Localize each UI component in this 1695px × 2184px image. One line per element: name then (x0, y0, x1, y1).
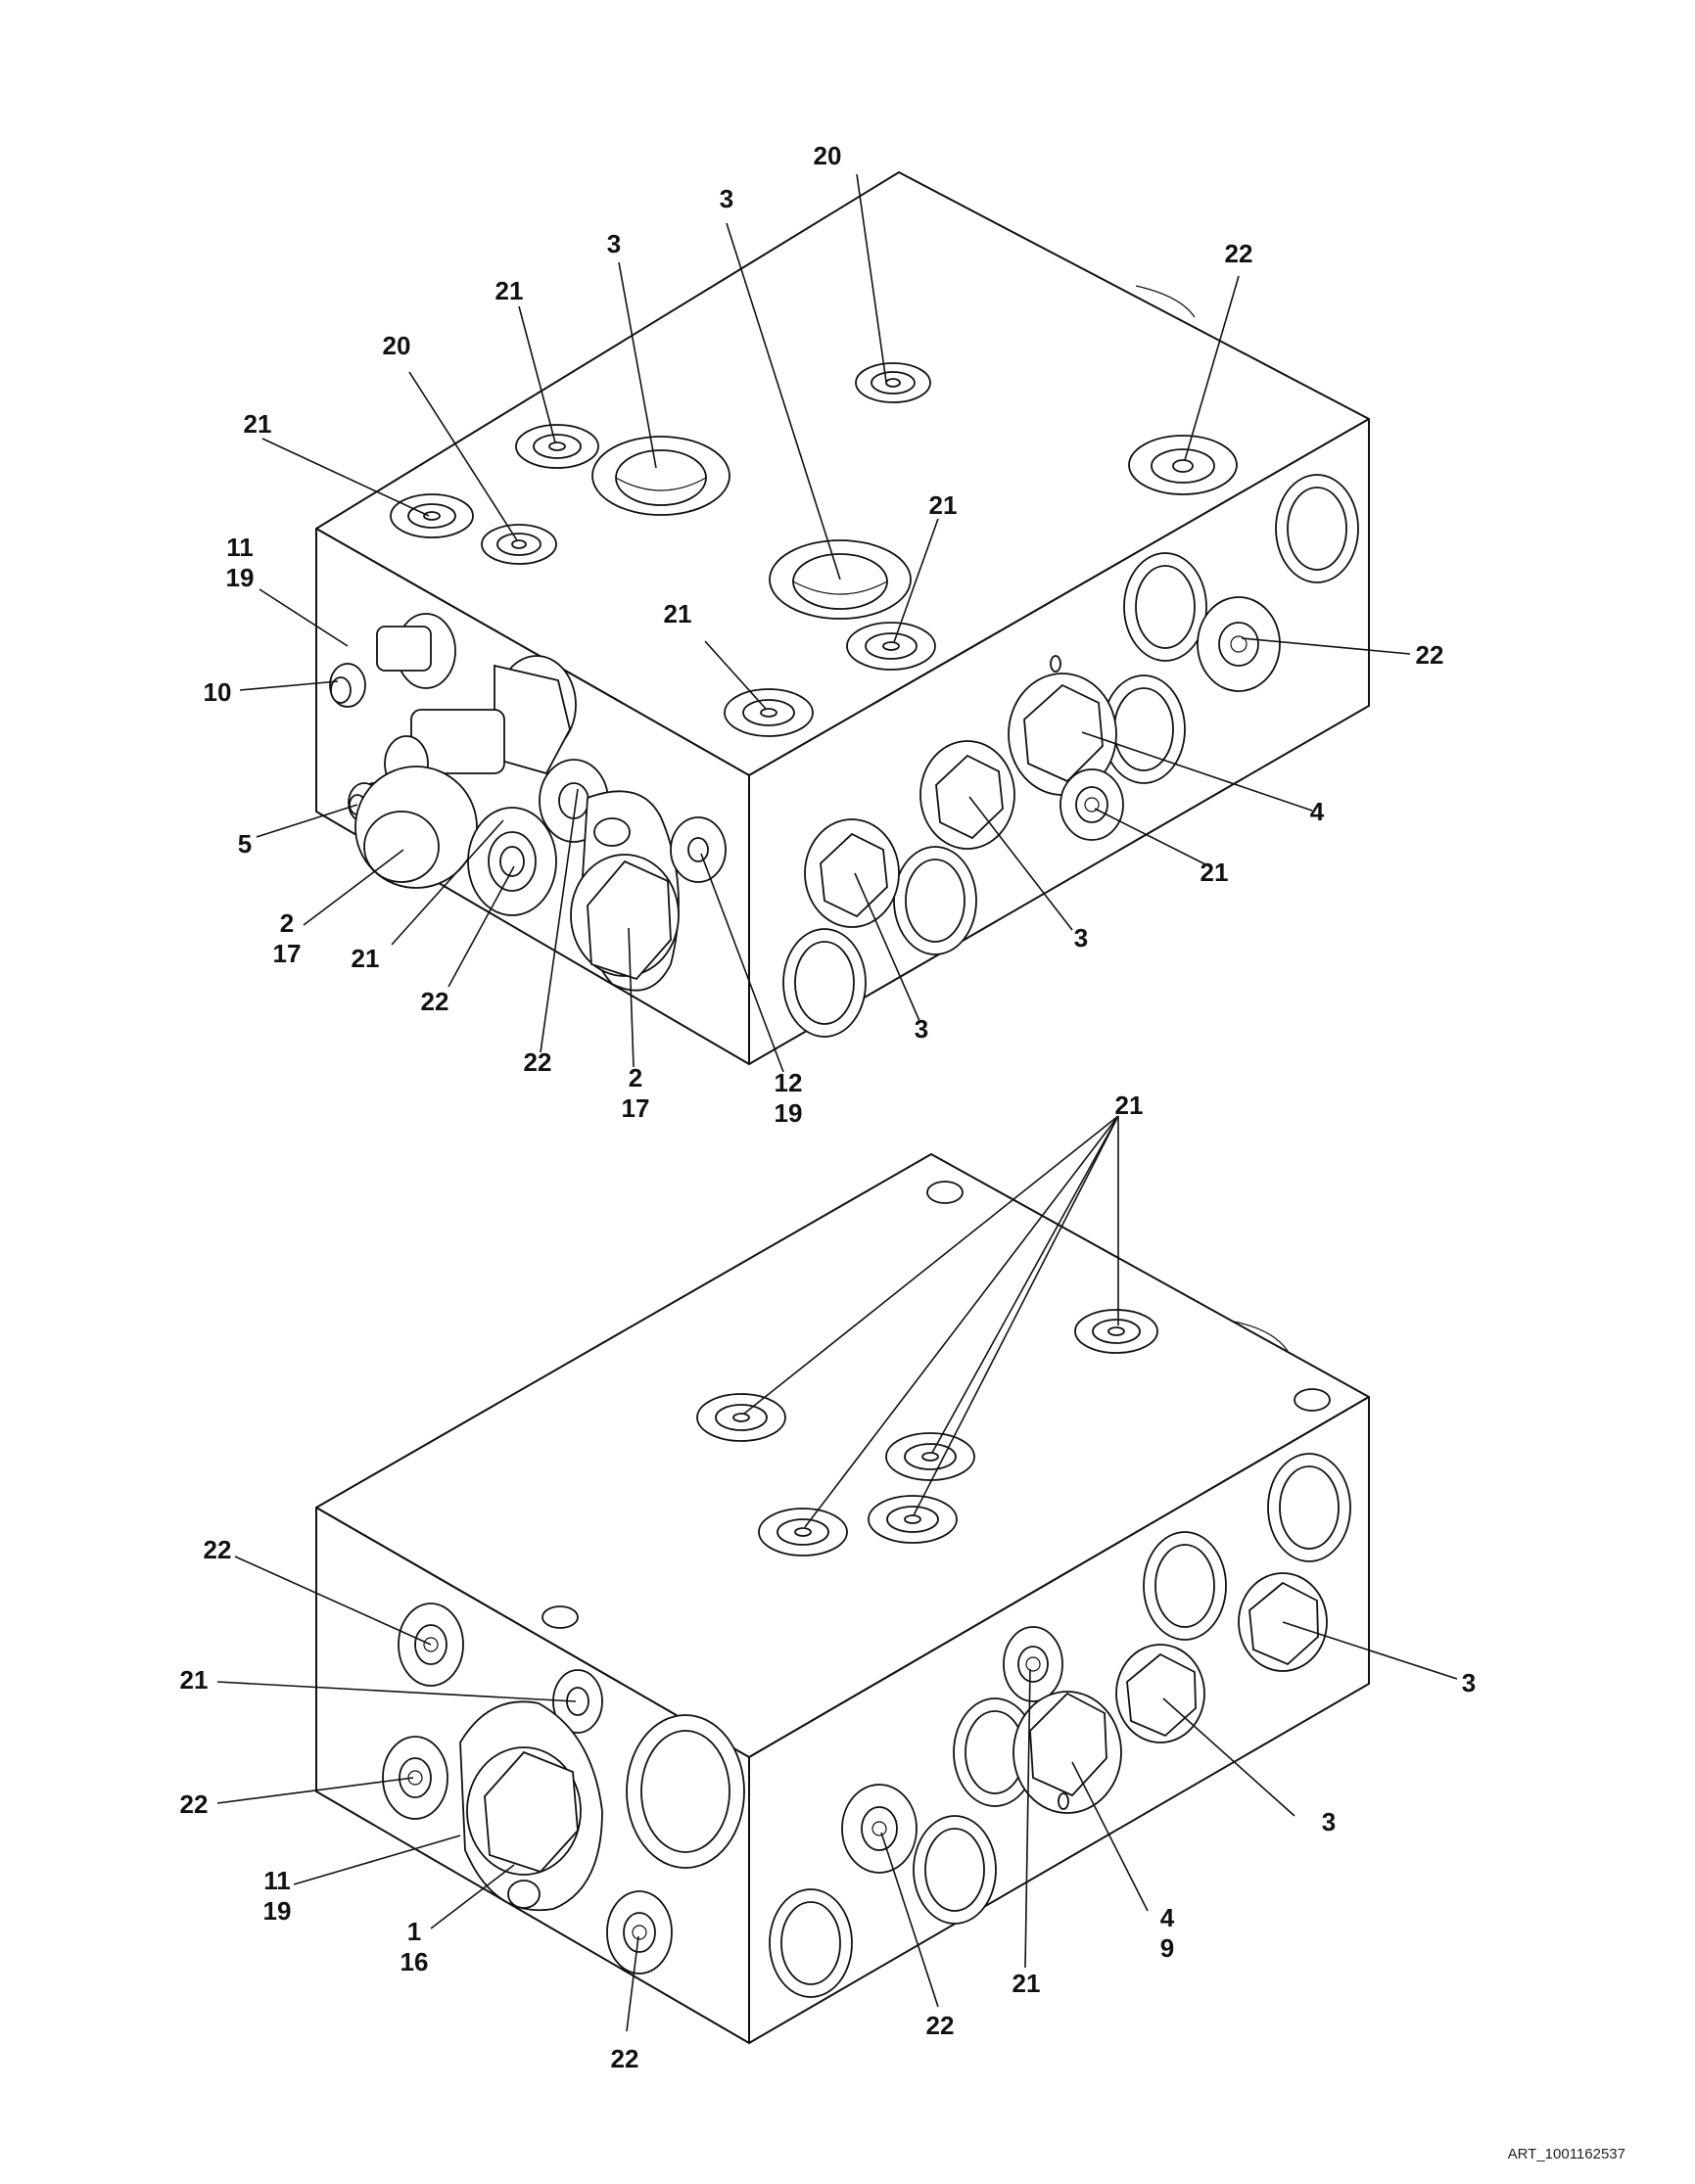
upper-left-face-components (329, 613, 727, 992)
callout-lower-view-l6-line-0: 3 (1322, 1807, 1336, 1836)
callout-upper-view-u20-line-0: 3 (915, 1014, 928, 1044)
callout-lower-view-l4-line-0: 3 (1462, 1668, 1476, 1697)
callout-upper-view-u6-line-0: 21 (244, 409, 272, 439)
callout-lower-view-l7-line-0: 11 (263, 1866, 291, 1895)
callout-upper-view-u22-line-1: 17 (622, 1093, 650, 1123)
callout-lower-view-l3-line-0: 21 (180, 1665, 209, 1695)
callout-upper-view-u17-line-0: 21 (352, 944, 380, 973)
callout-upper-view-u10-line-0: 21 (664, 599, 692, 628)
upper-rear-boss (1135, 285, 1196, 318)
callout-lower-view-l12-line-0: 22 (611, 2044, 639, 2073)
callout-upper-view-u18-line-0: 3 (1074, 923, 1088, 953)
callout-upper-view-u12-line-0: 10 (204, 677, 232, 707)
callout-upper-view-u19-line-0: 22 (421, 987, 449, 1016)
callout-upper-view-u16-line-0: 2 (280, 908, 294, 938)
callout-lower-view-l9-line-0: 4 (1160, 1903, 1175, 1932)
lower-left-face-components (382, 1603, 745, 1975)
callout-upper-view-u5-line-0: 20 (383, 331, 411, 360)
callout-lower-view-l8-line-0: 1 (407, 1917, 421, 1946)
callout-upper-view-u7-line-0: 22 (1225, 239, 1253, 268)
lower-valve-block (315, 1153, 1370, 2044)
upper-right-face-ports (782, 474, 1359, 1038)
callout-upper-view-u14-line-0: 5 (238, 829, 252, 859)
callout-upper-view-u1-line-0: 20 (814, 141, 842, 170)
upper-top-plugs (390, 362, 1238, 737)
callout-upper-view-u3-line-0: 3 (607, 229, 621, 258)
callout-lower-view-l8-line-1: 16 (400, 1947, 429, 1976)
callout-upper-view-u22-line-0: 2 (629, 1063, 642, 1092)
callout-upper-view-u9-line-0: 21 (929, 490, 958, 520)
callout-lower-view-l11-line-0: 22 (926, 2011, 955, 2040)
lower-right-face-ports (769, 1453, 1351, 1998)
callout-lower-view-l1-line-0: 21 (1115, 1091, 1144, 1120)
callout-upper-view-u11-line-0: 22 (1416, 640, 1444, 670)
callout-lower-view-l5-line-0: 22 (180, 1789, 209, 1819)
callout-lower-view-l9-line-1: 9 (1160, 1933, 1174, 1963)
callout-lower-view-l7-line-1: 19 (263, 1896, 292, 1926)
callout-upper-view-u15-line-0: 21 (1201, 858, 1229, 887)
art-id: ART_1001162537 (1508, 2146, 1625, 2162)
callout-lower-view-l10-line-0: 21 (1012, 1969, 1041, 1998)
leader-lines (216, 173, 1458, 2032)
upper-valve-block (315, 171, 1370, 1065)
callout-upper-view-u16-line-1: 17 (273, 939, 302, 968)
callout-upper-view-u13-line-0: 4 (1310, 797, 1325, 826)
callout-upper-view-u4-line-0: 21 (495, 276, 524, 305)
lower-rear-boss (1233, 1321, 1289, 1352)
callout-upper-view-u23-line-0: 12 (775, 1068, 803, 1097)
callout-upper-view-u21-line-0: 22 (524, 1047, 552, 1077)
callout-upper-view-u2-line-0: 3 (720, 184, 733, 213)
callout-upper-view-u8-line-0: 11 (226, 533, 254, 562)
callout-upper-view-u8-line-1: 19 (226, 563, 255, 592)
callout-upper-view-u23-line-1: 19 (775, 1098, 803, 1128)
lower-top-plugs (541, 1181, 1331, 1629)
callout-lower-view-l2-line-0: 22 (204, 1535, 232, 1564)
